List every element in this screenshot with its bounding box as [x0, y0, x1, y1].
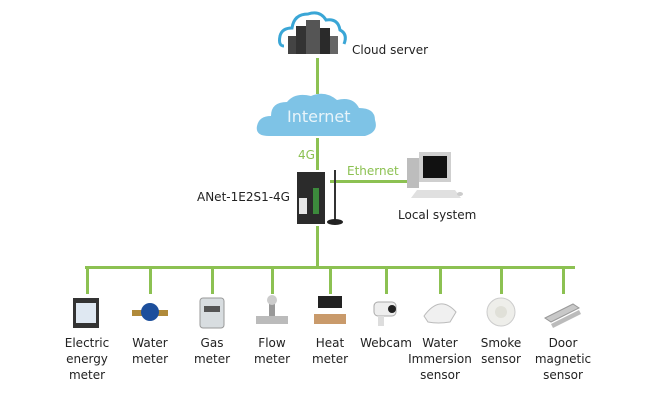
smoke-sensor-icon [481, 294, 521, 330]
device-label-line: Water [132, 336, 168, 350]
device-label-line: Gas [200, 336, 224, 350]
device-label-line: meter [253, 352, 291, 366]
device-link-0 [86, 266, 89, 294]
device-label: Webcam [346, 335, 426, 351]
gateway-device-icon [295, 168, 347, 228]
device-label-line: Flow [258, 336, 286, 350]
link-internet-gateway [316, 138, 319, 170]
device-link-8 [562, 266, 565, 294]
device-link-4 [329, 266, 332, 294]
cloud-server-label: Cloud server [352, 43, 429, 57]
webcam-icon [366, 294, 406, 330]
device-label-line: Water [422, 336, 458, 350]
device-label-line: sensor [543, 368, 583, 382]
link-gateway-bus [316, 226, 319, 268]
water-immersion-sensor-icon [420, 294, 460, 330]
device-link-3 [271, 266, 274, 294]
device-label: Water meter [110, 335, 190, 367]
device-label-line: magnetic [534, 352, 592, 366]
device-label-line: sensor [420, 368, 460, 382]
water-meter-icon [130, 294, 170, 330]
cellular-link-label: 4G [298, 148, 315, 162]
device-label: Smoke sensor [461, 335, 541, 367]
local-system-label: Local system [398, 208, 477, 222]
door-magnetic-sensor-icon [543, 294, 583, 330]
device-label-line: Smoke [480, 336, 522, 350]
device-link-6 [439, 266, 442, 294]
link-ethernet [330, 180, 410, 183]
link-cloud-internet [316, 58, 319, 94]
device-label-line: meter [193, 352, 231, 366]
device-label: Heat meter [290, 335, 370, 367]
device-label-line: meter [311, 352, 349, 366]
ethernet-link-label: Ethernet [347, 164, 399, 178]
device-label-line: Immersion [408, 352, 472, 366]
cloud-server-icon [276, 6, 350, 58]
device-label-line: Heat [315, 336, 345, 350]
desktop-computer-icon [405, 152, 465, 202]
device-link-7 [500, 266, 503, 294]
device-link-5 [385, 266, 388, 294]
device-label-line: energy [66, 352, 108, 366]
flow-meter-icon [252, 294, 292, 330]
device-label-line: Electric [64, 336, 110, 350]
device-label-line: sensor [481, 352, 521, 366]
heat-meter-icon [310, 294, 350, 330]
gateway-label: ANet-1E2S1-4G [197, 190, 290, 204]
internet-label: Internet [287, 107, 351, 126]
gas-meter-icon [192, 294, 232, 330]
device-label-line: meter [131, 352, 169, 366]
device-label: Flow meter [232, 335, 312, 367]
cloud-icon [255, 92, 380, 142]
device-link-2 [211, 266, 214, 294]
electric-energy-meter-icon [67, 294, 107, 330]
device-label-line: Webcam [360, 336, 412, 350]
device-label: Door magnetic sensor [523, 335, 603, 383]
device-label: Electric energy meter [47, 335, 127, 383]
device-link-1 [149, 266, 152, 294]
device-label-line: Door [548, 336, 578, 350]
device-label: Gas meter [172, 335, 252, 367]
device-label-line: meter [68, 368, 106, 382]
